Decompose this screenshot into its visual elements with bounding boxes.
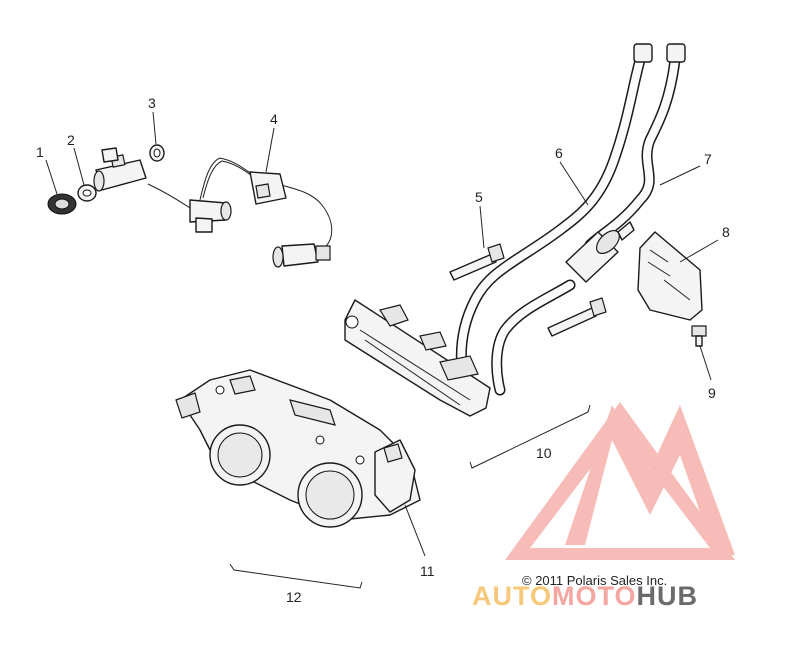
copyright-notice: © 2011 Polaris Sales Inc.	[522, 573, 667, 588]
watermark-m-shape	[565, 405, 735, 555]
watermark-text: AUTOMOTOHUB	[472, 581, 698, 611]
callout-8: 8	[722, 224, 730, 240]
callout-3: 3	[148, 95, 156, 111]
throttle-body	[175, 369, 421, 528]
part-1-seal	[47, 193, 77, 215]
part-8-bracket	[637, 231, 703, 321]
callouts: 1 2 3 4 5 6 7 8 9 10 11 12	[36, 95, 730, 605]
callout-1: 1	[36, 144, 44, 160]
watermark-hub: HUB	[637, 581, 699, 611]
watermark-auto: AUTO	[472, 581, 552, 611]
watermark-logo	[505, 402, 735, 560]
fuel-hoses	[455, 43, 686, 396]
callout-11: 11	[420, 563, 435, 579]
fuel-injector-top	[93, 147, 147, 192]
callout-7: 7	[704, 151, 712, 167]
callout-5: 5	[475, 189, 483, 205]
part-3-oring	[149, 144, 165, 162]
fuel-injector-lower	[147, 183, 232, 233]
callout-9: 9	[708, 385, 716, 401]
bolt-rail	[547, 297, 607, 337]
part-9-screw	[691, 325, 707, 347]
callout-12: 12	[286, 589, 302, 605]
fuel-filter	[565, 221, 635, 283]
part-4-harness	[199, 157, 333, 268]
callout-4: 4	[270, 111, 278, 127]
callout-10: 10	[536, 445, 552, 461]
callout-2: 2	[67, 132, 75, 148]
leader-lines	[45, 111, 719, 589]
watermark-moto: MOTO	[552, 581, 637, 611]
part-5-bolt	[449, 243, 505, 281]
callout-6: 6	[555, 145, 563, 161]
part-2-washer	[77, 184, 97, 202]
part-10-fuel-rail	[344, 299, 491, 417]
